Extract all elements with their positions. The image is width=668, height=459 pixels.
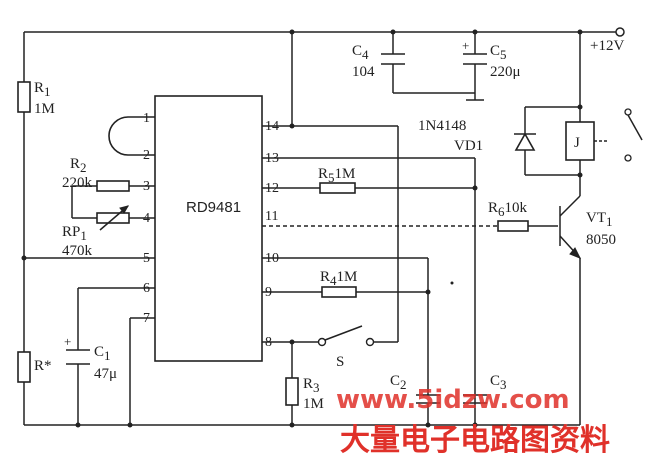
transistor-vt1: VT1 8050 bbox=[559, 195, 616, 259]
svg-text:1M: 1M bbox=[303, 396, 324, 412]
svg-text:C5: C5 bbox=[490, 43, 507, 62]
resistor-r-star: R* bbox=[17, 351, 52, 383]
svg-text:VT1: VT1 bbox=[586, 210, 613, 229]
capacitor-c1: + C1 47μ bbox=[64, 334, 117, 382]
supply-terminal bbox=[615, 27, 625, 37]
pin-7: 7 bbox=[143, 311, 150, 326]
svg-text:R3: R3 bbox=[303, 376, 320, 395]
svg-text:R41M: R41M bbox=[320, 269, 357, 288]
svg-text:R1: R1 bbox=[34, 80, 51, 99]
resistor-r5: R51M bbox=[318, 166, 356, 194]
svg-text:R51M: R51M bbox=[318, 166, 355, 185]
svg-text:47μ: 47μ bbox=[94, 366, 117, 382]
svg-text:R2: R2 bbox=[70, 156, 87, 175]
microphone-icon bbox=[108, 116, 129, 156]
svg-text:C4: C4 bbox=[352, 43, 369, 62]
svg-text:C1: C1 bbox=[94, 344, 111, 363]
resistor-r1: R1 1M bbox=[17, 80, 55, 117]
capacitor-c2: C2 bbox=[390, 373, 440, 404]
svg-text:104: 104 bbox=[352, 64, 375, 80]
pin-4: 4 bbox=[143, 211, 150, 226]
pin-6: 6 bbox=[143, 281, 150, 296]
ic-pin-numbers: 1 2 3 4 5 6 7 8 9 10 11 12 13 14 bbox=[143, 111, 279, 350]
pin-10: 10 bbox=[265, 251, 279, 266]
diode-vd1: 1N4148 VD1 bbox=[418, 118, 536, 154]
pin-12: 12 bbox=[265, 181, 279, 196]
pin-14: 14 bbox=[265, 119, 279, 134]
svg-text:S: S bbox=[336, 354, 344, 370]
pin-13: 13 bbox=[265, 151, 279, 166]
switch-s: S bbox=[317, 325, 375, 370]
potentiometer-rp1: RP1 470k bbox=[62, 205, 130, 259]
pin-5: 5 bbox=[143, 251, 150, 266]
pin-2: 2 bbox=[143, 148, 150, 163]
pin-9: 9 bbox=[265, 285, 272, 300]
svg-text:470k: 470k bbox=[62, 243, 93, 259]
svg-text:8050: 8050 bbox=[586, 232, 616, 248]
svg-text:C2: C2 bbox=[390, 373, 407, 392]
svg-text:+: + bbox=[64, 334, 71, 349]
ic-label: RD9481 bbox=[186, 199, 241, 216]
resistor-r2: R2 220k bbox=[62, 156, 130, 192]
svg-text:C3: C3 bbox=[490, 373, 507, 392]
svg-text:1N4148: 1N4148 bbox=[418, 118, 466, 134]
resistor-r6: R610k bbox=[488, 200, 529, 232]
svg-text:RP1: RP1 bbox=[62, 224, 87, 243]
watermark-cn: 大量电子电路图资料 bbox=[340, 423, 610, 458]
relay-j: J bbox=[565, 108, 643, 162]
svg-text:VD1: VD1 bbox=[454, 138, 483, 154]
junction-dots bbox=[21, 29, 583, 428]
svg-text:+: + bbox=[462, 38, 469, 53]
ic-rd9481 bbox=[154, 95, 263, 362]
svg-text:R610k: R610k bbox=[488, 200, 528, 219]
pin-11: 11 bbox=[265, 209, 278, 224]
pin-1: 1 bbox=[143, 111, 150, 126]
capacitor-c3: C3 bbox=[463, 373, 507, 404]
svg-text:J: J bbox=[574, 135, 580, 151]
pin-3: 3 bbox=[143, 179, 150, 194]
pin-8: 8 bbox=[265, 335, 272, 350]
svg-text:220k: 220k bbox=[62, 175, 93, 191]
watermark-url: www.5idzw.com bbox=[336, 385, 570, 415]
resistor-r4: R41M bbox=[320, 269, 357, 298]
svg-text:R*: R* bbox=[34, 358, 52, 374]
svg-text:220μ: 220μ bbox=[490, 64, 521, 80]
resistor-r3: R3 1M bbox=[285, 376, 324, 412]
capacitor-c5: + C5 220μ bbox=[462, 38, 521, 101]
supply-label: +12V bbox=[590, 38, 624, 54]
capacitor-c4: C4 104 bbox=[352, 43, 405, 80]
svg-text:1M: 1M bbox=[34, 101, 55, 117]
